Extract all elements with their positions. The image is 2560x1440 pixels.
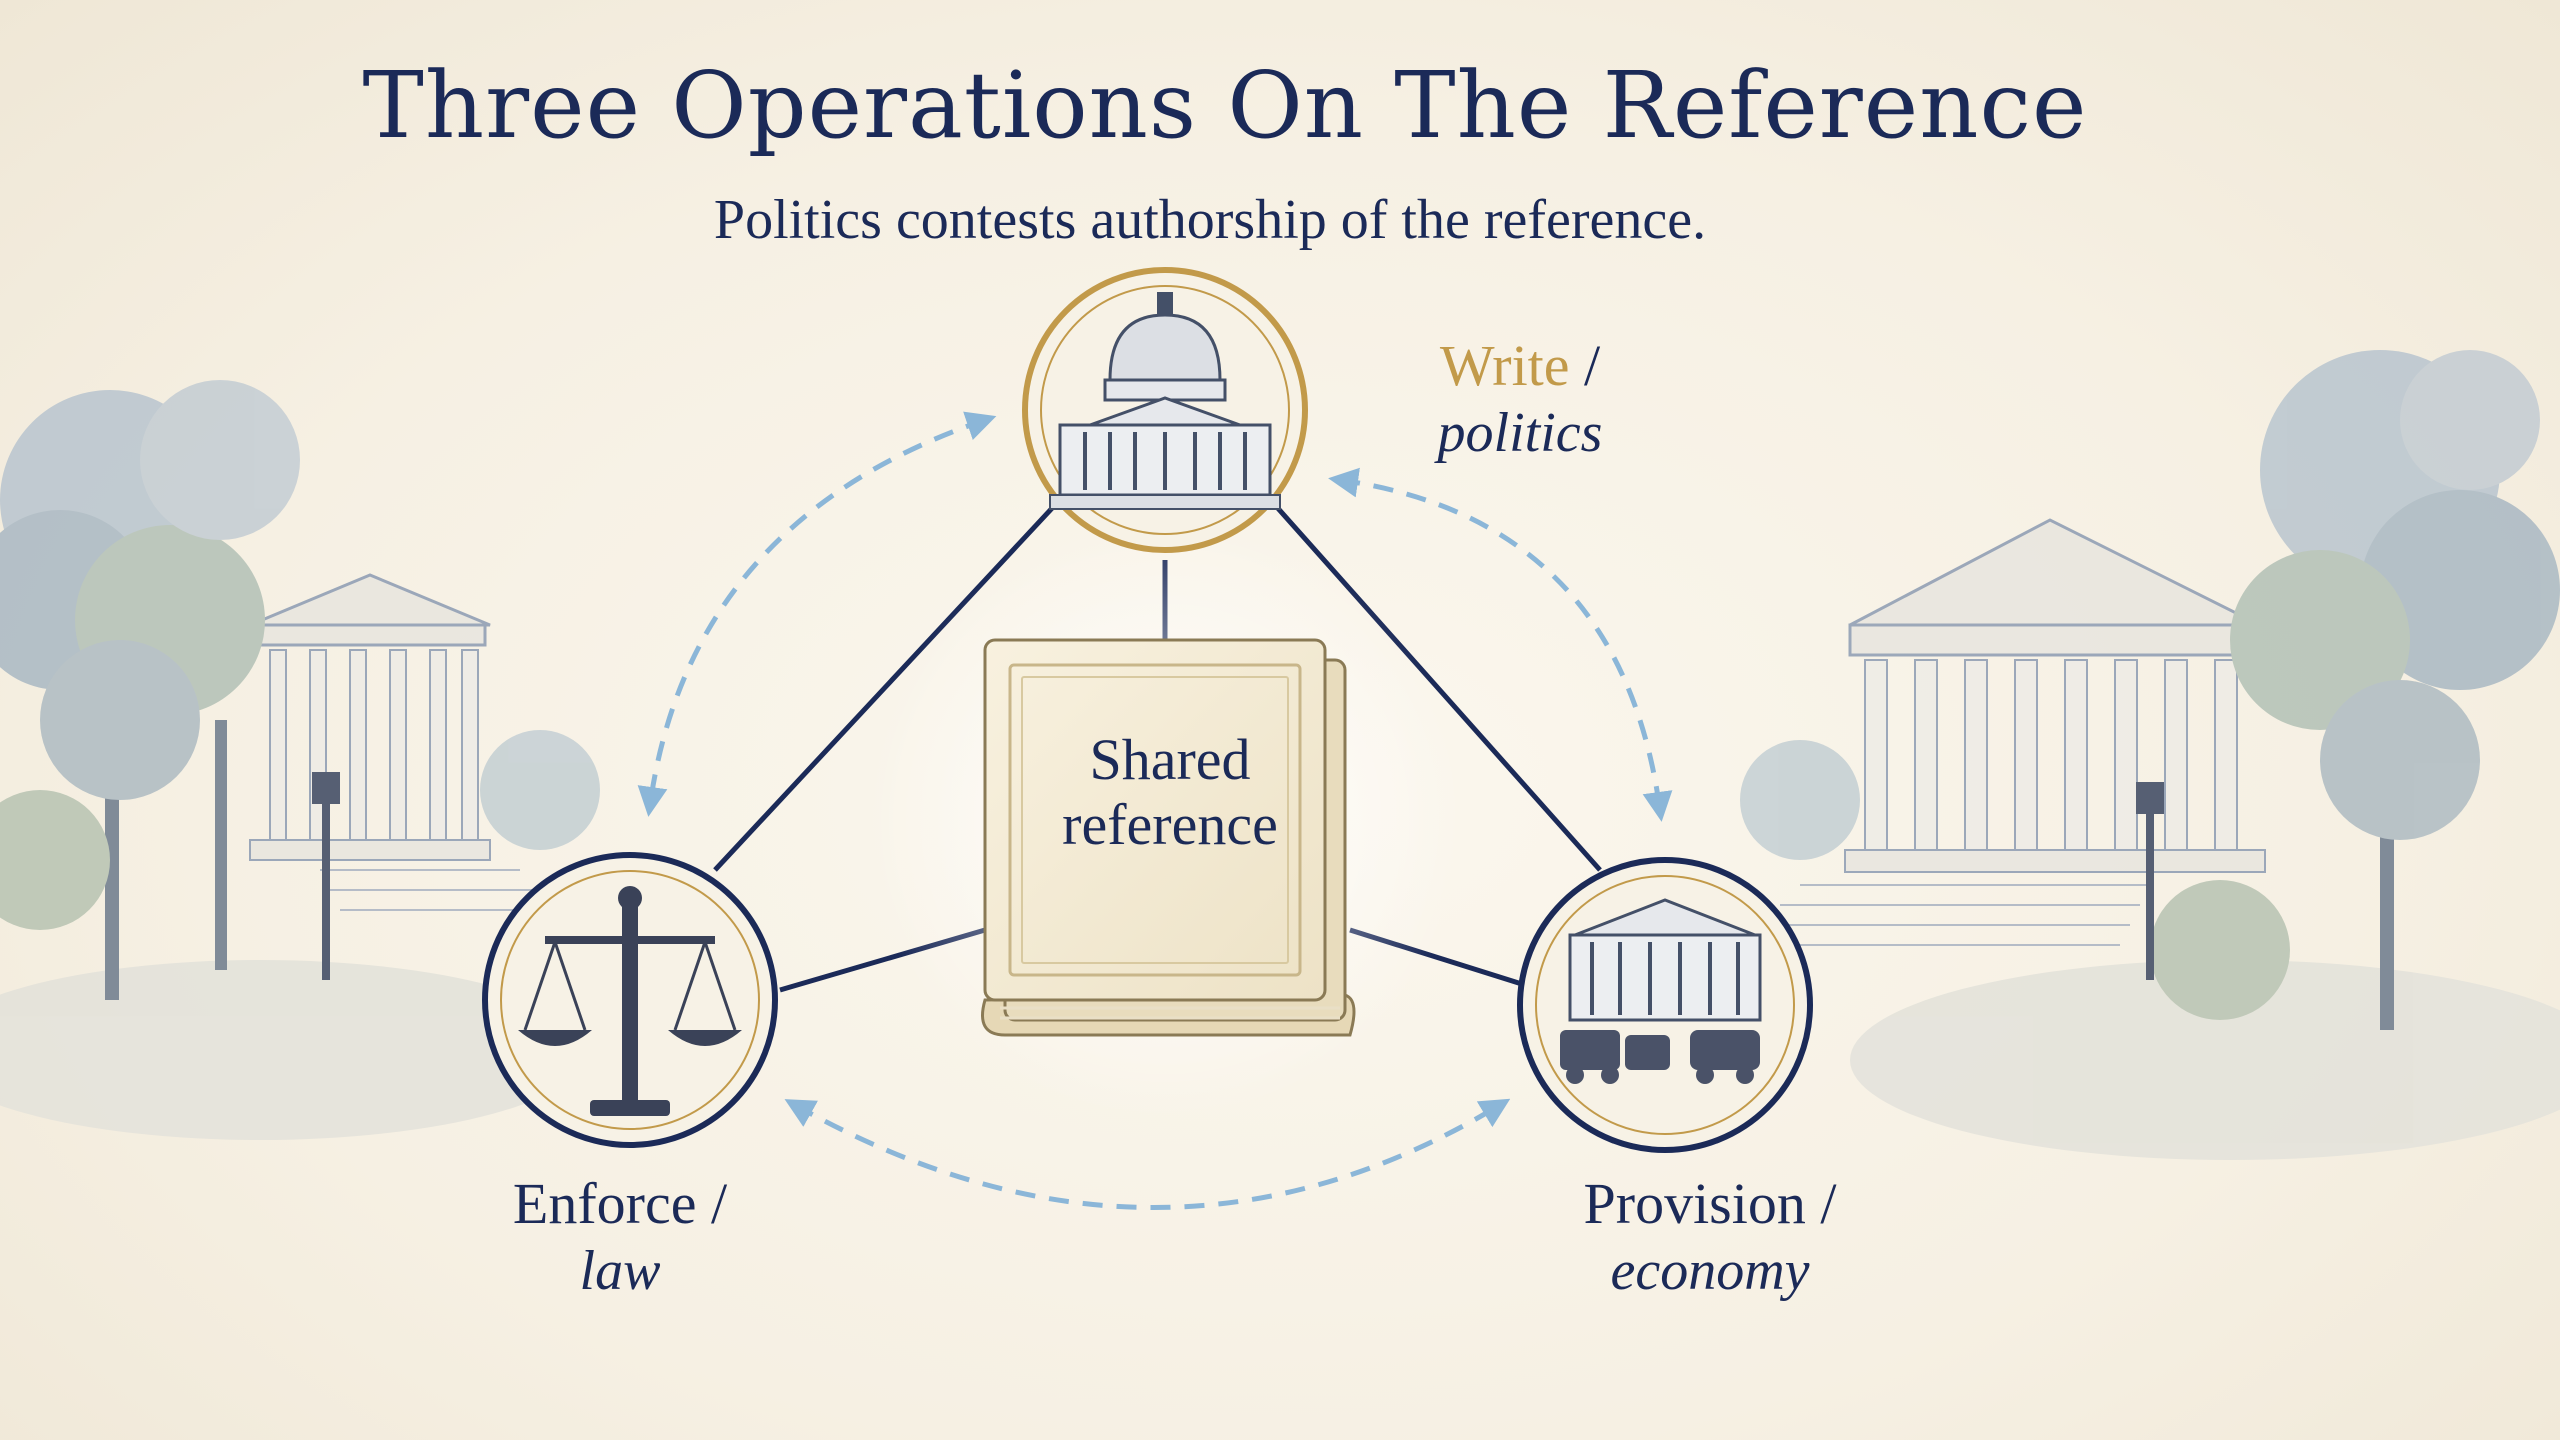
arrow-enforce-provision xyxy=(795,1105,1500,1208)
center-label-line1: Shared xyxy=(1089,727,1250,792)
center-label-line2: reference xyxy=(1062,792,1278,857)
market-building-icon xyxy=(1520,860,1810,1150)
left-lamp-post xyxy=(312,772,340,980)
node-label-write: Write / politics xyxy=(1350,332,1690,467)
right-building xyxy=(1740,520,2265,945)
capitol-icon xyxy=(1025,270,1305,550)
provision-sublabel: economy xyxy=(1510,1238,1910,1304)
right-scenery-illustration xyxy=(1740,350,2560,1160)
write-label: Write xyxy=(1440,333,1570,398)
enforce-label: Enforce / xyxy=(460,1170,780,1238)
scales-icon xyxy=(485,855,775,1145)
node-label-enforce: Enforce / law xyxy=(460,1170,780,1305)
write-label-slash: / xyxy=(1570,333,1601,398)
provision-label: Provision / xyxy=(1510,1170,1910,1238)
write-sublabel: politics xyxy=(1350,400,1690,466)
page-title: Three Operations On The Reference xyxy=(0,52,2450,159)
enforce-sublabel: law xyxy=(460,1238,780,1304)
node-label-provision: Provision / economy xyxy=(1510,1170,1910,1305)
page-subtitle: Politics contests authorship of the refe… xyxy=(0,188,2420,252)
left-trees xyxy=(0,380,600,1000)
center-book-label: Shared reference xyxy=(1010,728,1330,858)
